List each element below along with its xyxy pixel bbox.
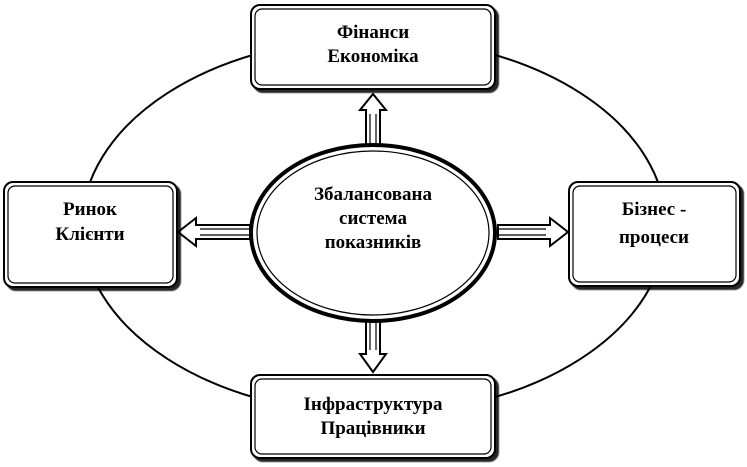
bottom-box: Інфраструктура Працівники — [250, 374, 496, 459]
center-node: Збалансована система показників — [249, 143, 497, 323]
arrow-down — [358, 319, 388, 374]
right-box: Бізнес - процеси — [568, 181, 741, 287]
right-line-1: Бізнес - — [622, 199, 687, 220]
left-line-2: Клієнти — [55, 224, 124, 245]
left-box: Ринок Клієнти — [3, 181, 178, 288]
arrow-right — [497, 215, 570, 249]
bottom-line-1: Інфраструктура — [304, 394, 443, 415]
center-line-1: Збалансована — [314, 184, 432, 205]
center-line-2: система — [339, 208, 407, 229]
left-line-1: Ринок — [63, 199, 117, 220]
arrow-up — [357, 92, 389, 146]
top-line-2: Економіка — [327, 46, 419, 67]
top-line-1: Фінанси — [337, 22, 409, 43]
top-box: Фінанси Економіка — [250, 4, 496, 90]
arrow-left — [176, 215, 251, 249]
center-line-3: показників — [325, 232, 422, 253]
bottom-line-2: Працівники — [320, 418, 425, 439]
right-line-2: процеси — [619, 227, 689, 248]
